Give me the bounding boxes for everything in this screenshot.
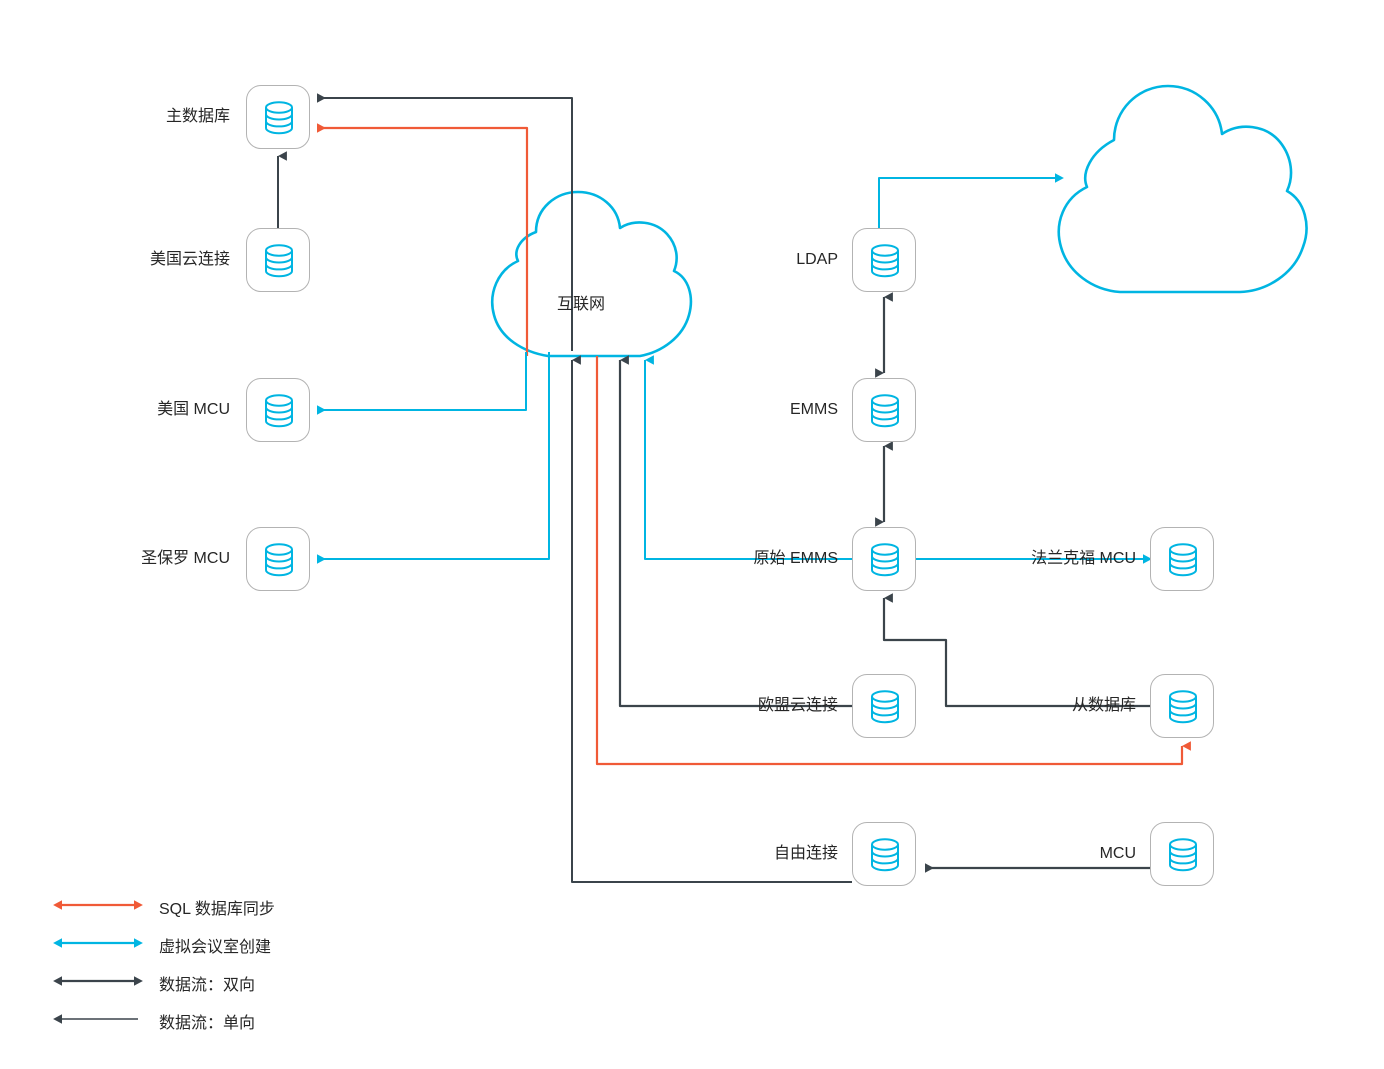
legend-label-flow-unidir: 数据流：单向 — [159, 1015, 256, 1032]
node-label-eu-cloud-conn: 欧盟云连接 — [757, 697, 838, 714]
external-cloud-shape — [1057, 84, 1308, 294]
edge-slave-db-to-original-emms — [882, 593, 1150, 708]
node-label-ldap: LDAP — [796, 251, 838, 268]
edge-orange-to-master-db — [317, 123, 529, 356]
legend-label-flow-bidir: 数据流：双向 — [159, 977, 256, 994]
database-icon — [871, 838, 899, 872]
edge-orange-to-slave-db — [595, 356, 1191, 766]
node-label-master-db: 主数据库 — [165, 108, 230, 125]
edge-internet-to-saopaulo-mcu — [317, 352, 550, 564]
node-label-saopaulo-mcu: 圣保罗 MCU — [141, 550, 230, 567]
node-free-conn[interactable] — [852, 822, 916, 886]
database-icon — [871, 690, 899, 724]
node-master-db[interactable] — [246, 85, 310, 149]
node-saopaulo-mcu[interactable] — [246, 527, 310, 591]
database-icon — [871, 394, 899, 428]
node-us-mcu[interactable] — [246, 378, 310, 442]
node-label-free-conn: 自由连接 — [773, 845, 838, 862]
database-icon — [1169, 690, 1197, 724]
node-label-us-cloud-conn: 美国云连接 — [149, 251, 230, 268]
edge-internet-to-us-mcu — [317, 352, 527, 415]
node-eu-cloud-conn[interactable] — [852, 674, 916, 738]
node-label-emms: EMMS — [790, 401, 838, 418]
edge-internet-to-master-db — [317, 93, 573, 351]
edge-original-emms-to-internet — [644, 355, 852, 560]
node-emms[interactable] — [852, 378, 916, 442]
database-icon — [265, 543, 293, 577]
database-icon — [265, 394, 293, 428]
legend-label-virtual-room: 虚拟会议室创建 — [159, 939, 272, 956]
legend-label-sql-sync: SQL 数据库同步 — [159, 901, 275, 918]
node-original-emms[interactable] — [852, 527, 916, 591]
node-label-slave-db: 从数据库 — [1071, 697, 1136, 714]
edge-free-conn-to-internet — [571, 355, 852, 883]
internet-cloud-label: 互联网 — [557, 296, 606, 313]
node-us-cloud-conn[interactable] — [246, 228, 310, 292]
database-icon — [265, 244, 293, 278]
node-label-frankfurt-mcu: 法兰克福 MCU — [1031, 550, 1136, 567]
database-icon — [1169, 838, 1197, 872]
node-label-original-emms: 原始 EMMS — [753, 550, 838, 567]
database-icon — [265, 101, 293, 135]
edge-eu-cloud-conn-to-internet — [618, 355, 852, 708]
node-ldap[interactable] — [852, 228, 916, 292]
internet-cloud-shape — [491, 190, 693, 358]
node-frankfurt-mcu[interactable] — [1150, 527, 1214, 591]
database-icon — [871, 543, 899, 577]
node-slave-db[interactable] — [1150, 674, 1214, 738]
node-label-us-mcu: 美国 MCU — [157, 401, 230, 418]
database-icon — [871, 244, 899, 278]
edge-ldap-to-external-cloud — [878, 173, 1064, 228]
database-icon — [1169, 543, 1197, 577]
node-mcu[interactable] — [1150, 822, 1214, 886]
node-label-mcu: MCU — [1099, 845, 1136, 862]
